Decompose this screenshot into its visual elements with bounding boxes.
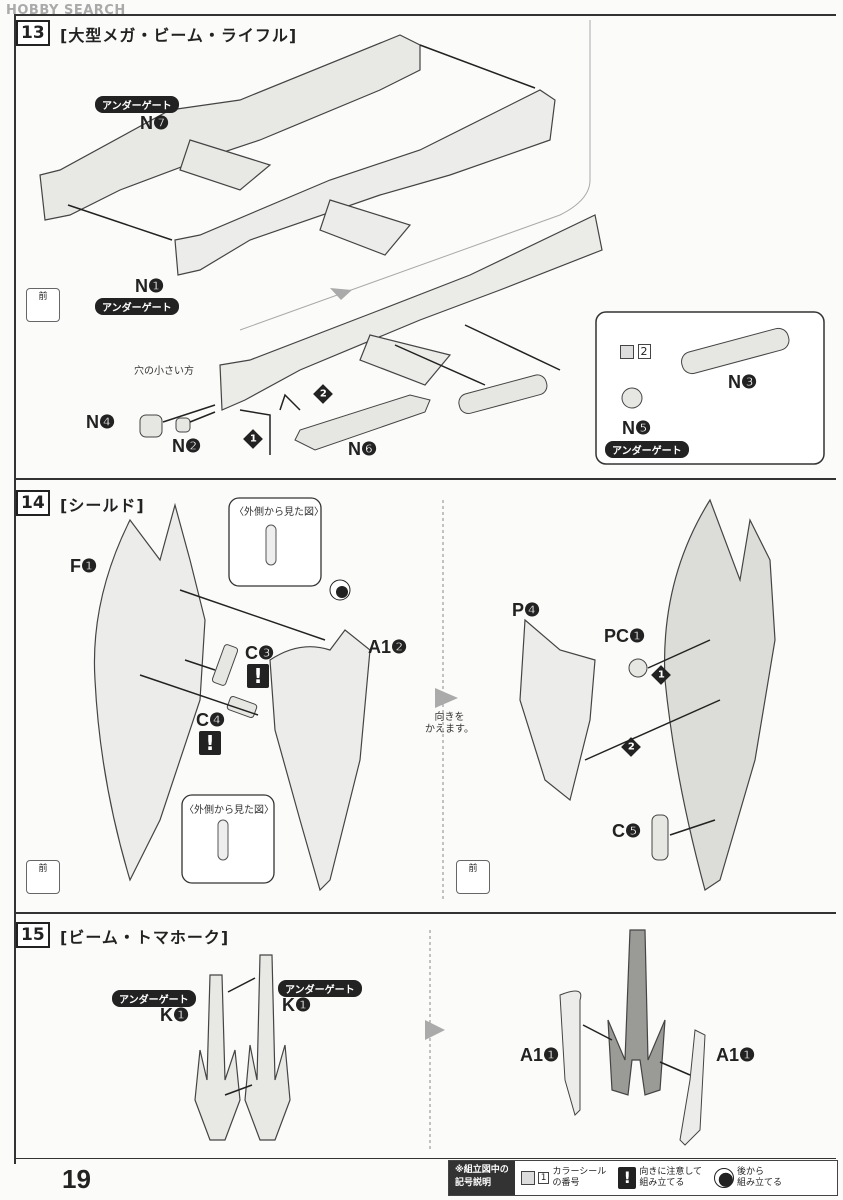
under-gate-tag: アンダーゲート — [95, 96, 179, 113]
legend: ※組立図中の 記号説明 1 カラーシール の番号 ! 向きに注意して 組み立てる… — [448, 1160, 838, 1196]
rotate-note-line-1: 向きを — [434, 712, 465, 723]
caution-icon: ! — [247, 664, 269, 688]
part-c3 — [211, 644, 239, 686]
part-a11-left — [559, 990, 582, 1116]
part-n6 — [294, 394, 431, 451]
part-label-c5: C❺ — [612, 821, 642, 841]
frame-divider-14-15 — [14, 912, 836, 914]
under-gate-tag: アンダーゲート — [278, 980, 362, 997]
part-label-c4: C❹ — [196, 710, 226, 730]
step-13-number: 13 — [16, 20, 50, 46]
legend-back-line-2: 組み立てる — [737, 1178, 783, 1188]
sticker-number: 1 — [537, 1172, 550, 1184]
shield-back — [663, 498, 776, 891]
part-label-n5: N❺ — [622, 418, 652, 438]
part-n5 — [621, 387, 643, 409]
shield-f1 — [93, 502, 206, 882]
part-n3 — [681, 327, 790, 375]
under-gate-tag: アンダーゲート — [112, 990, 196, 1007]
caution-icon: ! — [199, 731, 221, 755]
part-c4 — [226, 695, 258, 719]
step-15-title: [ビーム・トマホーク] — [60, 928, 230, 947]
part-label-pc1: PC❶ — [604, 626, 646, 646]
step-14-title: [シールド] — [60, 496, 145, 515]
part-label-k1: K❶ — [160, 1005, 190, 1025]
frame-bottom — [14, 1158, 836, 1159]
legend-sticker-line-1: カラーシール — [552, 1167, 607, 1177]
part-label-c3: C❸ — [245, 643, 275, 663]
rotate-arrow — [435, 688, 458, 708]
part-label-k1: K❶ — [282, 995, 312, 1015]
rotate-note: 向きを かえます。 — [425, 712, 474, 736]
part-a11-right — [679, 1029, 706, 1146]
part-pc1 — [628, 658, 648, 678]
rifle-half-right — [174, 89, 556, 276]
step-15-number: 15 — [16, 922, 50, 948]
legend-sticker-line-2: の番号 — [552, 1178, 580, 1188]
caution-icon: ! — [618, 1167, 637, 1189]
part-c5 — [651, 814, 669, 861]
front-indicator: 前 — [26, 860, 60, 894]
shield-a12 — [269, 629, 371, 892]
sticker-number: 2 — [637, 344, 651, 359]
part-label-n2: N❷ — [172, 436, 202, 456]
front-indicator: 前 — [456, 860, 490, 894]
legend-back-line-1: 後から — [737, 1167, 765, 1177]
front-label: 前 — [38, 292, 48, 302]
part-label-n1: N❶ — [135, 276, 165, 296]
legend-title-line-2: 記号説明 — [455, 1178, 492, 1188]
legend-title: ※組立図中の 記号説明 — [449, 1161, 515, 1195]
callout-title: 〈外側から見た図〉 — [234, 507, 324, 518]
tomahawk-assembled — [607, 929, 666, 1096]
part-label-f1: F❶ — [70, 556, 98, 576]
part-n4 — [139, 414, 163, 438]
frame-left — [14, 14, 16, 1164]
front-label: 前 — [468, 864, 478, 874]
legend-title-line-1: ※組立図中の — [455, 1165, 509, 1175]
legend-sticker: 1 カラーシール の番号 — [515, 1161, 613, 1195]
part-label-n3: N❸ — [728, 372, 758, 392]
tomahawk-half-left — [194, 974, 241, 1141]
rifle-assembled — [219, 214, 603, 411]
step-13-title: [大型メガ・ビーム・ライフル] — [60, 26, 298, 45]
callout-title: 〈外側から見た図〉 — [184, 805, 274, 816]
part-label-n6: N❻ — [348, 439, 378, 459]
legend-caution-line-1: 向きに注意して — [639, 1167, 703, 1177]
step-14-number: 14 — [16, 490, 50, 516]
frame-top — [14, 14, 836, 16]
part-label-a12: A1❷ — [368, 637, 408, 657]
sticker-number-icon: 2 — [620, 344, 651, 359]
part-label-n4: N❹ — [86, 412, 116, 432]
legend-back-assemble: 後から 組み立てる — [708, 1161, 788, 1195]
front-label: 前 — [38, 864, 48, 874]
part-n3-in-assembly — [458, 374, 548, 415]
part-label-a11-right: A1❶ — [716, 1045, 756, 1065]
tomahawk-half-right — [244, 954, 291, 1141]
rotate-note-line-2: かえます。 — [425, 724, 474, 735]
frame-divider-13-14 — [14, 478, 836, 480]
legend-caution: ! 向きに注意して 組み立てる — [612, 1161, 708, 1195]
under-gate-tag: アンダーゲート — [605, 441, 689, 458]
back-assemble-icon — [714, 1168, 735, 1188]
part-label-n7: N❼ — [140, 113, 170, 133]
under-gate-tag: アンダーゲート — [95, 298, 179, 315]
sticker-icon — [520, 1171, 535, 1185]
front-indicator: 前 — [26, 288, 60, 322]
part-n2 — [175, 417, 191, 433]
part-p4 — [519, 618, 596, 802]
rifle-half-left — [39, 34, 421, 221]
part-label-a11-left: A1❶ — [520, 1045, 560, 1065]
page-number: 19 — [62, 1164, 91, 1194]
note-small-hole: 穴の小さい方 — [134, 366, 194, 377]
legend-caution-line-2: 組み立てる — [639, 1178, 685, 1188]
part-label-p4: P❹ — [512, 600, 541, 620]
